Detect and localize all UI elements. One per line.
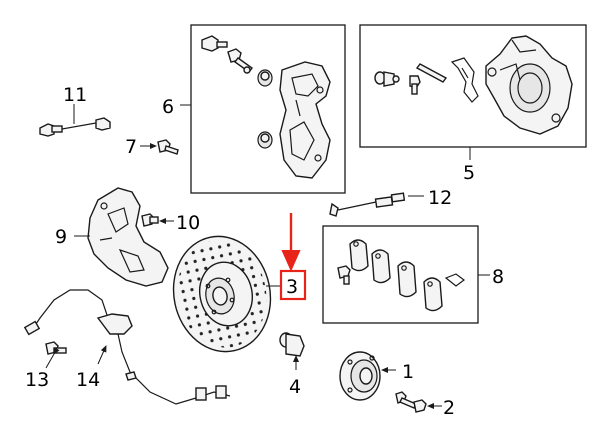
callout-7: 7 (125, 136, 137, 158)
caliper-clip (450, 57, 479, 103)
bleeder-screw (409, 75, 421, 95)
hub-bolt: 2 (395, 391, 455, 419)
caliper-bracket-group: 6 (162, 24, 346, 194)
caliper-bracket-box (190, 24, 346, 194)
brake-pad-1 (349, 239, 369, 272)
pad-bolt (337, 265, 351, 285)
bolt-7: 7 (125, 136, 179, 158)
splash-shield: 9 (55, 187, 169, 287)
guide-pin (415, 63, 448, 83)
brake-caliper (485, 35, 573, 135)
brake-rotor (172, 235, 281, 353)
hub-assembly: 1 (339, 351, 414, 401)
slide-pin-boot (374, 71, 400, 87)
callout-1: 1 (402, 361, 414, 383)
bracket-bolt-1 (201, 35, 228, 52)
callout-14: 14 (76, 369, 100, 391)
speed-sensor-connector: 13 (25, 341, 67, 391)
wear-sensor-wire: 11 (39, 84, 111, 137)
caliper-box (359, 24, 587, 148)
brake-pad-3 (397, 261, 417, 298)
brake-pad-4 (423, 277, 443, 312)
brake-hose: 12 (329, 187, 452, 217)
callout-12: 12 (428, 187, 452, 209)
callout-3-highlight-box (279, 269, 307, 301)
callout-3: 3 (286, 276, 298, 298)
bushing-upper (257, 69, 273, 87)
wheel-stud: 4 (279, 332, 305, 398)
callout-13: 13 (25, 369, 49, 391)
callout-9: 9 (55, 226, 67, 248)
bushing-lower (257, 131, 273, 149)
bracket-bolt-2 (227, 48, 253, 74)
brake-pad-2 (371, 249, 391, 284)
callout-4: 4 (289, 376, 301, 398)
bolt-10: 10 (141, 212, 200, 234)
rotor-highlight-indicator: 3 (279, 213, 307, 301)
callout-5: 5 (463, 162, 475, 184)
caliper-group: 5 (359, 24, 587, 184)
callout-11: 11 (63, 84, 87, 106)
callout-2: 2 (443, 397, 455, 419)
pad-clip (444, 273, 465, 287)
caliper-bracket (279, 61, 331, 179)
callout-8: 8 (492, 266, 504, 288)
callout-10: 10 (176, 212, 200, 234)
callout-6: 6 (162, 96, 174, 118)
brake-pads-group: 8 (322, 225, 504, 324)
speed-sensor-harness: 14 (23, 289, 231, 405)
